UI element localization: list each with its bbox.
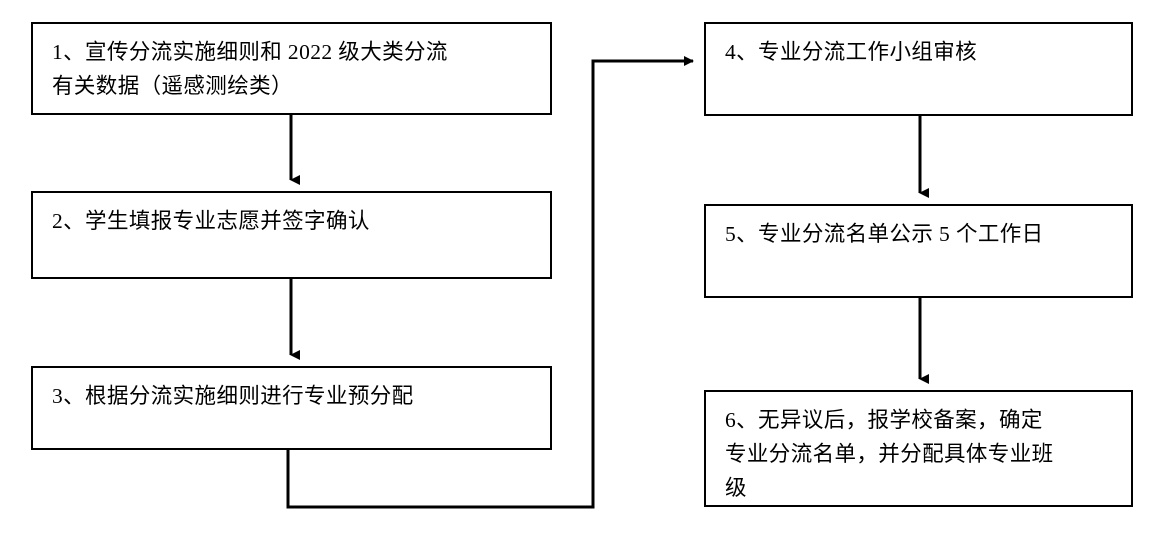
flow-node-1-label: 1、宣传分流实施细则和 2022 级大类分流 有关数据（遥感测绘类） — [52, 40, 448, 98]
flow-node-2[interactable]: 2、学生填报专业志愿并签字确认 — [31, 191, 552, 279]
flow-node-6-label: 6、无异议后，报学校备案，确定 专业分流名单，并分配具体专业班 级 — [725, 408, 1054, 500]
flow-node-1[interactable]: 1、宣传分流实施细则和 2022 级大类分流 有关数据（遥感测绘类） — [31, 22, 552, 115]
flow-node-4[interactable]: 4、专业分流工作小组审核 — [704, 22, 1133, 116]
flow-node-5[interactable]: 5、专业分流名单公示 5 个工作日 — [704, 204, 1133, 298]
flow-node-4-label: 4、专业分流工作小组审核 — [725, 40, 978, 64]
flow-node-3-label: 3、根据分流实施细则进行专业预分配 — [52, 384, 414, 408]
flow-node-2-label: 2、学生填报专业志愿并签字确认 — [52, 209, 370, 233]
flow-node-3[interactable]: 3、根据分流实施细则进行专业预分配 — [31, 366, 552, 450]
flow-node-5-label: 5、专业分流名单公示 5 个工作日 — [725, 222, 1044, 246]
flow-node-6[interactable]: 6、无异议后，报学校备案，确定 专业分流名单，并分配具体专业班 级 — [704, 390, 1133, 507]
